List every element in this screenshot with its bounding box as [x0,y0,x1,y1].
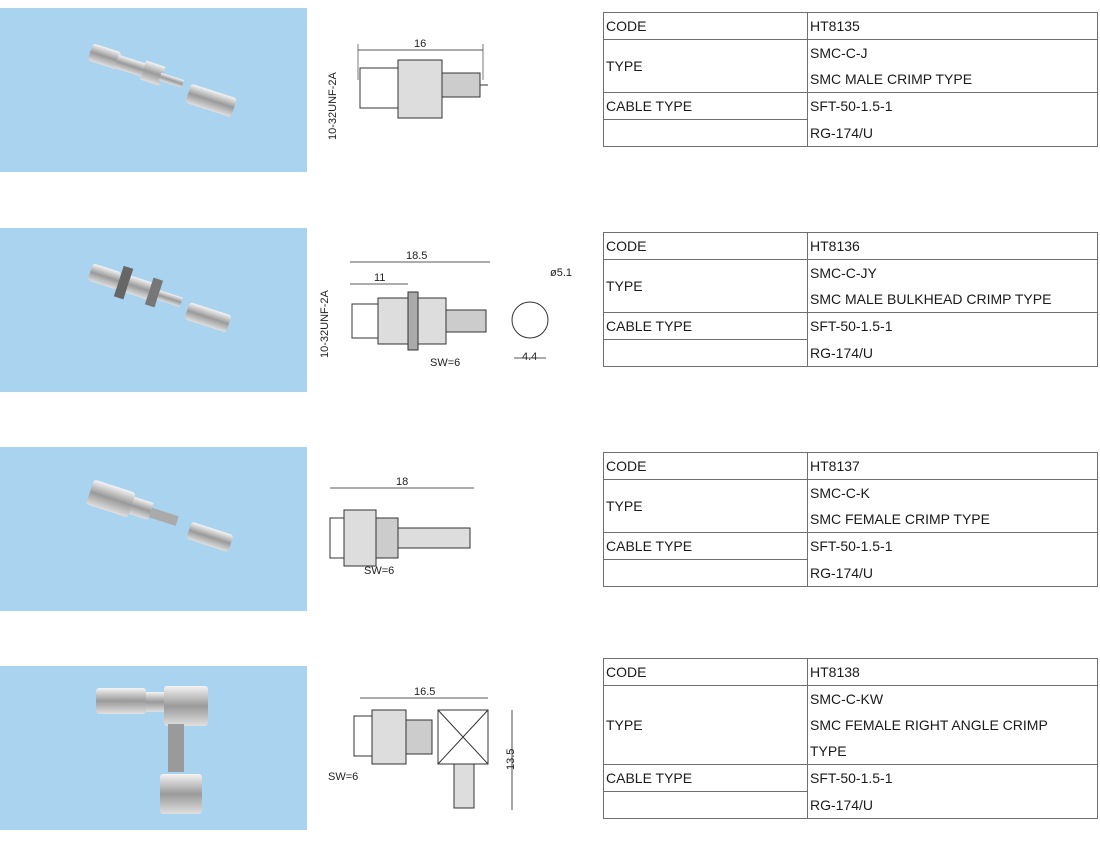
cable-line-2: RG-174/U [807,339,1098,367]
cable-type-blank [603,119,808,147]
code-value: HT8135 [807,12,1098,40]
product-photo-ht8137 [0,447,307,611]
dimension-drawing-ht8137: 18 SW=6 [318,470,598,650]
type-line-3: TYPE [807,738,1098,765]
cable-type-label: CABLE TYPE [603,312,808,340]
type-line-2: SMC MALE BULKHEAD CRIMP TYPE [807,286,1098,313]
type-line-2: SMC MALE CRIMP TYPE [807,66,1098,93]
type-line-1: SMC-C-JY [807,259,1098,286]
cable-line-2: RG-174/U [807,791,1098,819]
dim-length-label: 16.5 [414,686,435,698]
dim-length-label: 16 [414,38,426,50]
code-label: CODE [603,452,808,480]
code-value: HT8136 [807,232,1098,260]
code-label: CODE [603,12,808,40]
cable-line-1: SFT-50-1.5-1 [807,92,1098,120]
cable-type-blank [603,559,808,587]
code-label: CODE [603,658,808,686]
type-label: TYPE [603,39,808,93]
dim-diameter-label: ø5.1 [550,267,572,279]
product-photo-ht8138 [0,666,307,830]
product-photo-ht8136 [0,228,307,392]
product-photo-ht8135 [0,8,307,172]
dim-sw-label: SW=6 [430,357,460,369]
connector-photo-image [88,263,231,332]
dim-flat-label: 4.4 [522,351,537,363]
connector-photo-image [88,43,237,117]
dimension-drawing-ht8135: 16 10-32UNF-2A [318,38,598,220]
cable-line-1: SFT-50-1.5-1 [807,764,1098,792]
dim-length-label: 18.5 [406,250,427,262]
dimension-drawing-ht8138: 16.5 13.5 SW=6 [318,670,598,850]
cable-line-1: SFT-50-1.5-1 [807,312,1098,340]
type-label: TYPE [603,259,808,313]
cable-line-2: RG-174/U [807,559,1098,587]
dim-inner-label: 11 [374,272,385,284]
cable-type-blank [603,791,808,819]
type-label: TYPE [603,479,808,533]
type-line-1: SMC-C-J [807,39,1098,66]
cable-line-2: RG-174/U [807,119,1098,147]
type-label: TYPE [603,685,808,765]
dim-sw-label: SW=6 [364,565,394,577]
type-line-2: SMC FEMALE RIGHT ANGLE CRIMP [807,712,1098,738]
cable-type-label: CABLE TYPE [603,532,808,560]
code-value: HT8137 [807,452,1098,480]
cable-type-label: CABLE TYPE [603,764,808,792]
dim-thread-label: 10-32UNF-2A [319,289,331,358]
dimension-drawing-ht8136: 18.5 11 SW=6 10-32UNF-2A ø5.1 4.4 [318,248,598,428]
dim-length-label: 18 [396,476,408,488]
cable-type-label: CABLE TYPE [603,92,808,120]
connector-photo-image [96,686,208,814]
type-line-1: SMC-C-KW [807,685,1098,712]
code-value: HT8138 [807,658,1098,686]
type-line-2: SMC FEMALE CRIMP TYPE [807,506,1098,533]
cable-line-1: SFT-50-1.5-1 [807,532,1098,560]
type-line-1: SMC-C-K [807,479,1098,506]
dim-sw-label: SW=6 [328,771,358,783]
connector-photo-image [86,480,233,552]
cable-type-blank [603,339,808,367]
dim-thread-label: 10-32UNF-2A [327,71,339,140]
dim-height-label: 13.5 [505,749,517,770]
code-label: CODE [603,232,808,260]
